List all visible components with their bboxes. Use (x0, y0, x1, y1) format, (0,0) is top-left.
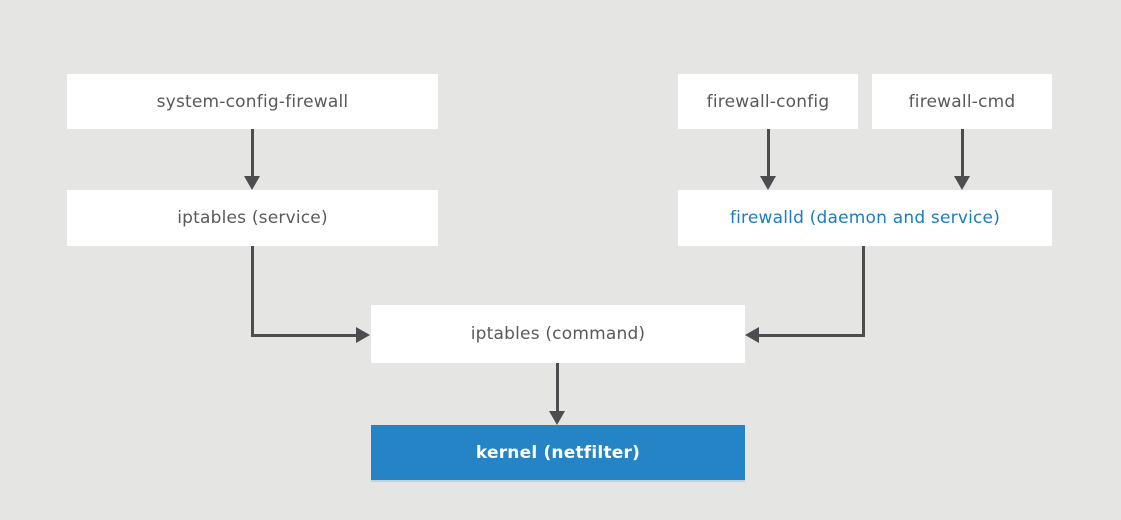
node-firewalld: firewalld (daemon and service) (678, 190, 1052, 246)
arrow-line (556, 363, 559, 411)
arrowhead-left-icon (745, 327, 759, 343)
arrowhead-down-icon (760, 176, 776, 190)
arrow-line (251, 334, 357, 337)
arrowhead-down-icon (244, 176, 260, 190)
node-system-config-firewall: system-config-firewall (67, 74, 438, 129)
arrow-line (961, 129, 964, 177)
node-kernel-netfilter: kernel (netfilter) (371, 425, 745, 480)
node-iptables-service: iptables (service) (67, 190, 438, 246)
arrowhead-right-icon (356, 327, 370, 343)
arrow-line (767, 129, 770, 177)
arrow-line (759, 334, 865, 337)
node-firewall-config: firewall-config (678, 74, 858, 129)
arrowhead-down-icon (954, 176, 970, 190)
node-iptables-command: iptables (command) (371, 305, 745, 363)
arrow-line (251, 246, 254, 337)
arrowhead-down-icon (549, 411, 565, 425)
node-firewall-cmd: firewall-cmd (872, 74, 1052, 129)
arrow-line (251, 129, 254, 177)
arrow-line (862, 246, 865, 337)
